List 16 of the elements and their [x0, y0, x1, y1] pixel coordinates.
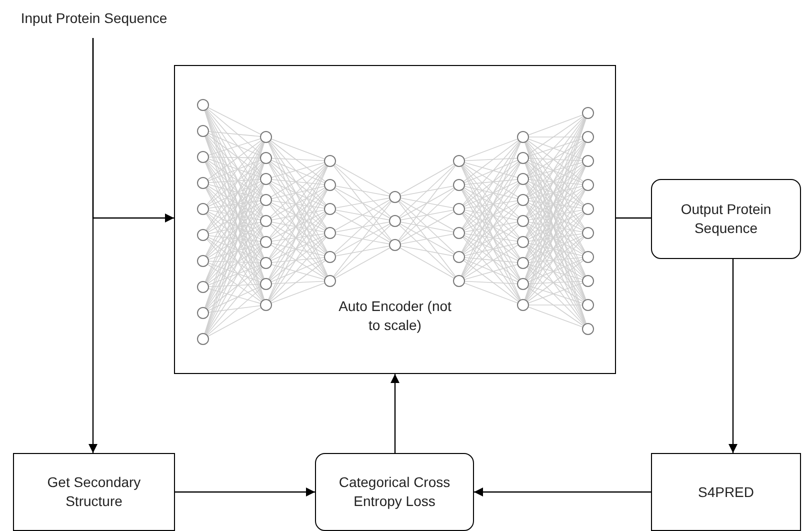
node-label: Categorical Cross Entropy Loss	[338, 473, 452, 511]
node-label: Auto Encoder (not to scale)	[338, 297, 452, 335]
diagram-box	[174, 65, 616, 374]
arrow	[175, 488, 315, 496]
input-label: Input Protein Sequence	[20, 8, 168, 28]
process-box	[13, 453, 175, 531]
node-label: Output Protein Sequence	[680, 200, 772, 238]
process-box	[315, 453, 474, 531]
arrow	[390, 374, 400, 453]
node-label: S4PRED	[698, 482, 754, 502]
node-label: Get Secondary Structure	[46, 473, 142, 511]
process-box	[651, 179, 801, 259]
arrow	[474, 488, 651, 496]
process-box	[651, 453, 801, 531]
arrow	[728, 259, 738, 453]
arrow	[92, 38, 174, 222]
